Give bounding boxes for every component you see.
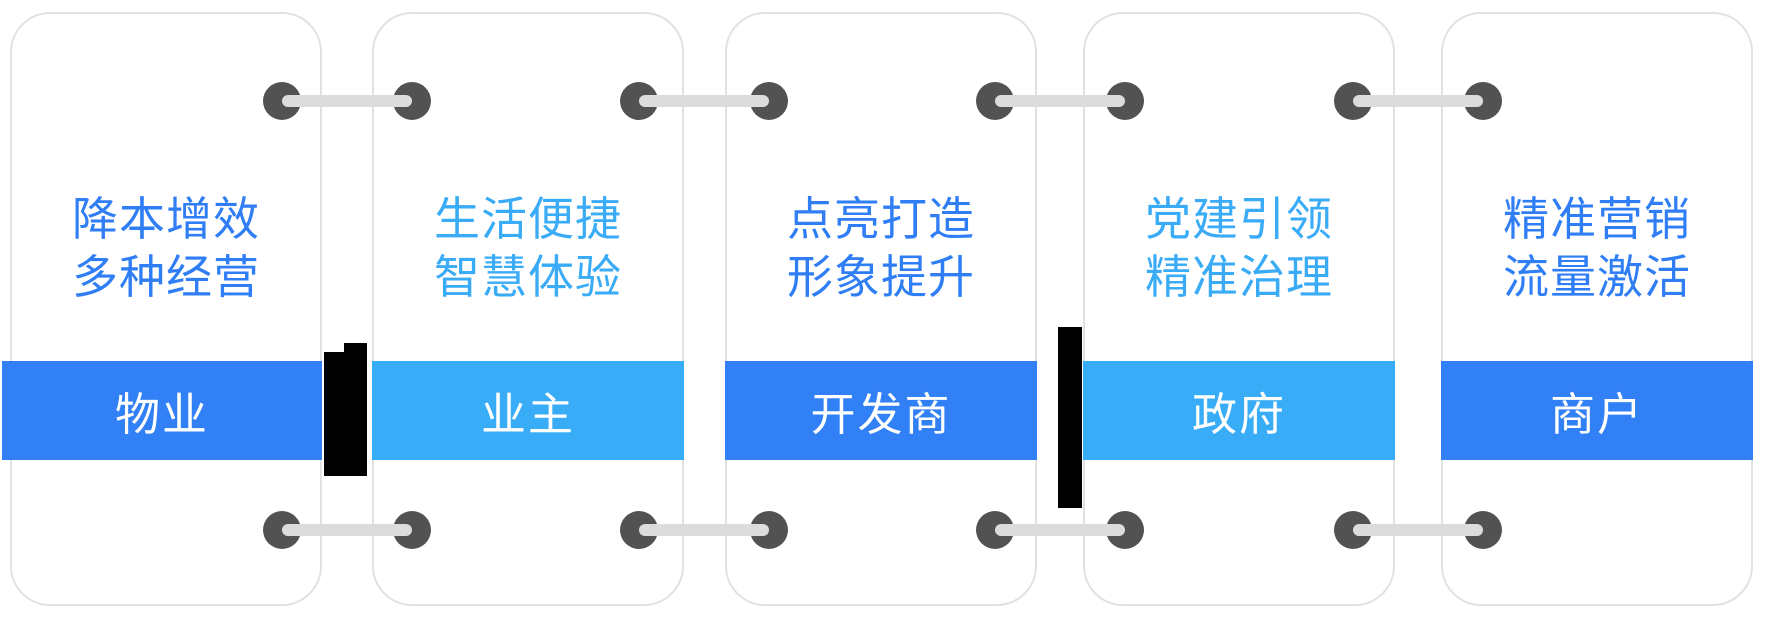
role-label: 物业 xyxy=(114,389,209,440)
benefit-line2: 多种经营 xyxy=(72,251,260,303)
link-connector-bottom-2 xyxy=(620,511,788,549)
link-bar xyxy=(639,524,769,536)
role-label: 政府 xyxy=(1191,389,1286,440)
link-bar xyxy=(1353,95,1483,107)
link-bar xyxy=(1353,524,1483,536)
role-banner-developer: 开发商 xyxy=(725,361,1037,460)
link-bar xyxy=(639,95,769,107)
link-bar xyxy=(995,524,1125,536)
link-connector-bottom-4 xyxy=(1334,511,1502,549)
link-connector-top-1 xyxy=(263,82,431,120)
benefit-text: 降本增效多种经营 xyxy=(12,190,320,306)
link-connector-top-2 xyxy=(620,82,788,120)
redaction-bar-1 xyxy=(324,352,367,476)
benefit-line1: 点亮打造 xyxy=(787,193,975,245)
role-label: 业主 xyxy=(480,389,575,440)
benefit-line2: 流量激活 xyxy=(1503,251,1691,303)
link-bar xyxy=(995,95,1125,107)
link-connector-top-3 xyxy=(976,82,1144,120)
benefit-line1: 降本增效 xyxy=(72,193,260,245)
benefit-line1: 精准营销 xyxy=(1503,193,1691,245)
redaction-bar-2 xyxy=(1058,327,1082,508)
role-banner-merchant: 商户 xyxy=(1441,361,1753,460)
role-banner-property: 物业 xyxy=(2,361,322,460)
benefit-text: 生活便捷智慧体验 xyxy=(374,190,682,306)
link-bar xyxy=(282,95,412,107)
benefit-text: 精准营销流量激活 xyxy=(1443,190,1751,306)
role-banner-owner: 业主 xyxy=(372,361,684,460)
link-bar xyxy=(282,524,412,536)
benefit-line2: 精准治理 xyxy=(1145,251,1333,303)
benefit-line2: 形象提升 xyxy=(787,251,975,303)
role-label: 商户 xyxy=(1549,389,1644,440)
benefit-line2: 智慧体验 xyxy=(434,251,622,303)
benefit-text: 点亮打造形象提升 xyxy=(727,190,1035,306)
role-banner-government: 政府 xyxy=(1083,361,1395,460)
link-connector-bottom-1 xyxy=(263,511,431,549)
link-connector-top-4 xyxy=(1334,82,1502,120)
role-label: 开发商 xyxy=(810,389,952,440)
benefit-text: 党建引领精准治理 xyxy=(1085,190,1393,306)
benefit-line1: 生活便捷 xyxy=(434,193,622,245)
redaction-bar-1-notch xyxy=(344,343,367,353)
benefit-line1: 党建引领 xyxy=(1145,193,1333,245)
link-connector-bottom-3 xyxy=(976,511,1144,549)
